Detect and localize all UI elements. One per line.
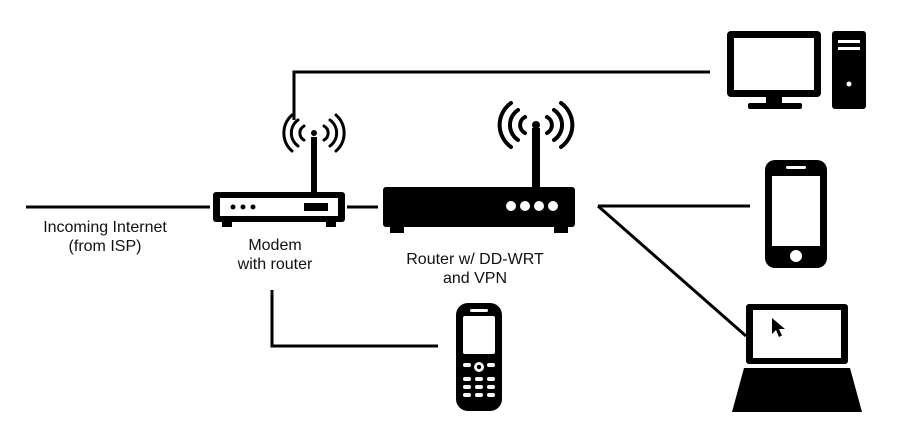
router-label-line1: Router w/ DD-WRT bbox=[406, 251, 544, 268]
incoming-internet-line2: (from ISP) bbox=[68, 238, 142, 255]
modem-phone-link bbox=[270, 290, 438, 348]
router-laptop-link bbox=[597, 204, 747, 338]
feature-phone-icon bbox=[456, 303, 502, 411]
modem-label: Modem with router bbox=[215, 236, 335, 274]
router-label-line2: and VPN bbox=[442, 270, 508, 287]
modem-router-icon bbox=[213, 113, 346, 227]
desktop-computer-icon bbox=[727, 31, 866, 109]
incoming-internet-line1: Incoming Internet bbox=[43, 219, 167, 236]
modem-desktop-link bbox=[292, 70, 710, 120]
ddwrt-router-icon bbox=[383, 101, 575, 233]
incoming-internet-label: Incoming Internet (from ISP) bbox=[30, 218, 180, 256]
cursor-icon bbox=[772, 318, 785, 337]
modem-label-line1: Modem bbox=[248, 237, 302, 254]
connection-lines bbox=[26, 70, 750, 348]
smartphone-icon bbox=[765, 160, 827, 268]
router-label: Router w/ DD-WRT and VPN bbox=[390, 250, 560, 288]
wifi-signal-icon bbox=[497, 101, 575, 149]
wifi-signal-icon bbox=[282, 113, 346, 153]
laptop-icon bbox=[732, 304, 862, 412]
modem-label-line2: with router bbox=[237, 256, 313, 273]
